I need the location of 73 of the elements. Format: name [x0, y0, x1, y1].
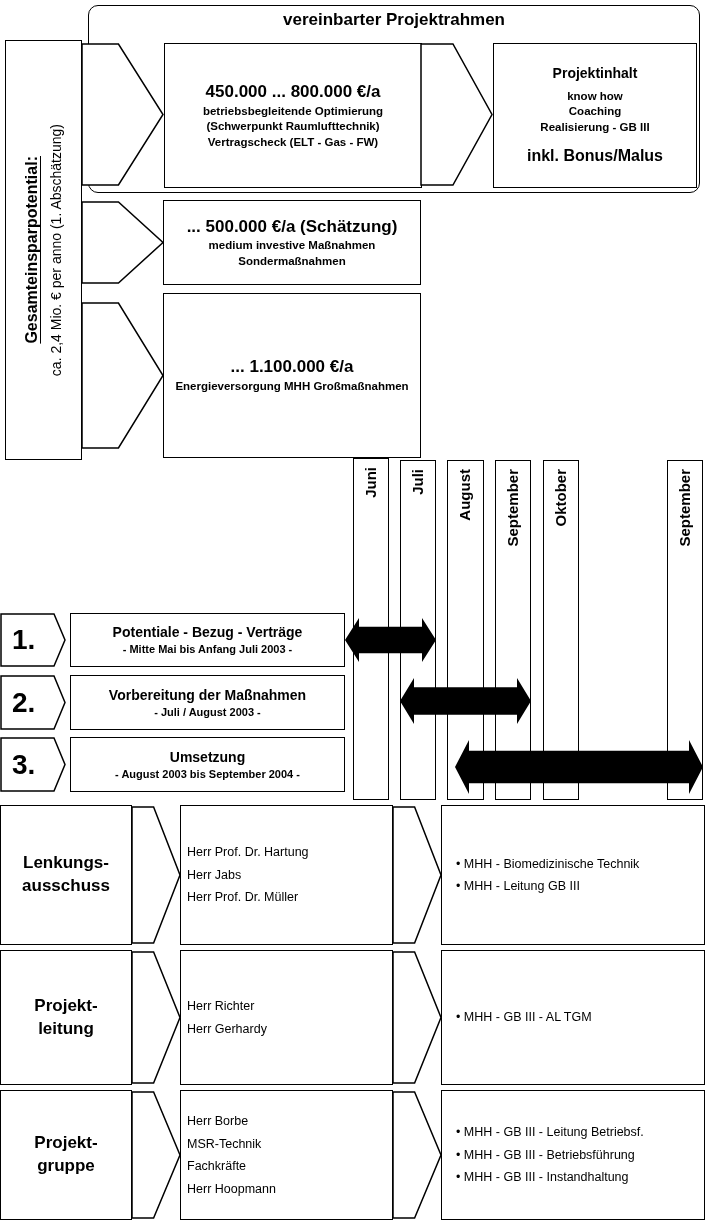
organisation-item: • MHH - Biomedizinische Technik — [456, 855, 640, 873]
month-label: Oktober — [550, 469, 570, 527]
step-dates: - Mitte Mai bis Anfang Juli 2003 - — [122, 642, 293, 657]
organisation-item: • MHH - GB III - Betriebsführung — [456, 1146, 636, 1164]
project-frame — [88, 5, 700, 193]
person-name: Herr Gerhardy — [187, 1020, 267, 1038]
duration-bar — [345, 618, 436, 662]
step-title: Vorbereitung der Maßnahmen — [108, 685, 307, 705]
number-tab — [0, 737, 66, 792]
number-tab — [0, 613, 66, 667]
person-name: MSR-Technik — [187, 1135, 262, 1153]
person-name: Herr Jabs — [187, 866, 242, 884]
role-label: Projekt- gruppe — [33, 1132, 99, 1177]
frame-title: vereinbarter Projektrahmen — [282, 9, 505, 31]
chevron-arrow — [81, 43, 164, 186]
chevron-arrow — [81, 302, 164, 449]
chevron-arrow — [392, 951, 442, 1084]
savings-amount: ... 1.100.000 €/a — [229, 356, 355, 379]
chevron-arrow — [392, 806, 442, 944]
step-dates: - Juli / August 2003 - — [154, 704, 261, 720]
measures-text: betriebsbegleitende Optimierung (Schwerpunkt Raumlufttechnik) Vertragscheck (ELT - Gas - FW) — [201, 103, 385, 150]
organisation-item: • MHH - GB III - Instandhaltung — [456, 1169, 630, 1187]
phase-box — [70, 737, 345, 792]
organisation-item: • MHH - Leitung GB III — [456, 878, 581, 895]
step-number: 2. — [12, 685, 36, 720]
step-title: Potentiale - Bezug - Verträge — [112, 623, 303, 642]
month-label: September — [502, 469, 522, 547]
month-label: Juni — [360, 467, 380, 498]
content-line: Realisierung - GB III — [540, 119, 650, 135]
measures-text: Energieversorgung MHH Großmaßnahmen — [174, 379, 410, 395]
chevron-arrow — [131, 806, 181, 944]
organisation-item: • MHH - GB III - AL TGM — [456, 1009, 592, 1027]
chevron-arrow — [81, 201, 165, 284]
chevron-arrow — [131, 951, 181, 1084]
month-column — [447, 460, 484, 800]
organisation-item: • MHH - GB III - Leitung Betriebsf. — [456, 1124, 644, 1142]
savings-amount: 450.000 ... 800.000 €/a — [204, 80, 382, 103]
vertical-heading: Gesamteinsparpotential: — [22, 156, 42, 344]
savings-amount: ... 500.000 €/a (Schätzung) — [185, 215, 399, 238]
person-name: Herr Prof. Dr. Hartung — [187, 844, 309, 862]
duration-bar — [400, 678, 531, 724]
vertical-subtitle: ca. 2,4 Mio. € per anno (1. Abschätzung) — [46, 123, 65, 377]
month-column — [543, 460, 579, 800]
content-heading: Projektinhalt — [552, 64, 638, 83]
measures-text: medium investive Maßnahmen Sondermaßnahmen — [207, 238, 377, 269]
role-label: Lenkungs- ausschuss — [21, 852, 111, 897]
content-line: Coaching — [568, 104, 622, 120]
phase-box — [70, 675, 345, 730]
chevron-arrow — [392, 1091, 442, 1219]
person-name: Herr Borbe — [187, 1113, 249, 1130]
step-dates: - August 2003 bis September 2004 - — [115, 766, 300, 782]
role-label: Projekt- leitung — [33, 994, 99, 1040]
content-line: know how — [567, 88, 623, 104]
phase-box — [70, 613, 345, 667]
number-tab — [0, 675, 66, 730]
step-number: 3. — [12, 747, 36, 782]
month-column — [667, 460, 703, 800]
bonus-note: inkl. Bonus/Malus — [527, 146, 663, 167]
step-title: Umsetzung — [169, 747, 246, 767]
month-column — [353, 458, 389, 800]
month-label: Juli — [407, 469, 427, 495]
month-label: August — [455, 469, 475, 521]
person-name: Fachkräfte — [187, 1158, 247, 1175]
person-name: Herr Prof. Dr. Müller — [187, 889, 299, 907]
chevron-arrow — [420, 43, 493, 186]
person-name: Herr Hoopmann — [187, 1180, 276, 1198]
month-label: September — [674, 469, 694, 547]
month-column — [495, 460, 531, 800]
chevron-arrow — [131, 1091, 181, 1219]
month-column — [400, 460, 436, 800]
duration-bar — [455, 740, 703, 794]
step-number: 1. — [12, 623, 36, 658]
person-name: Herr Richter — [187, 998, 255, 1015]
